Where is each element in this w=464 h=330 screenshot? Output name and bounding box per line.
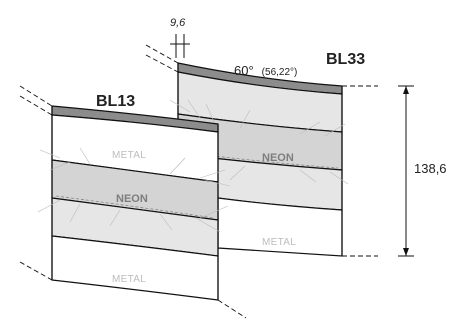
model-name-bl33: BL33 xyxy=(326,51,365,68)
bl13-neon-dashes xyxy=(55,195,215,219)
bl33-band-label-metal: METAL xyxy=(262,237,296,248)
angle-label: 60° (56,22°) xyxy=(234,62,297,79)
thickness-value: 9,6 xyxy=(170,17,186,29)
bl33-band-label-neon: NEON xyxy=(262,152,294,164)
bl13-band-label-metal-top: METAL xyxy=(112,150,146,161)
extension-lines xyxy=(19,44,378,319)
height-value: 138,6 xyxy=(414,161,447,176)
model-name-bl13: BL13 xyxy=(96,93,135,110)
bl13-band-label-metal-bottom: METAL xyxy=(112,274,146,285)
bl13-neon-rays xyxy=(37,147,231,233)
thickness-dimension: 9,6 xyxy=(170,17,190,58)
height-dimension: 138,6 xyxy=(398,85,447,257)
bl13-band-label-neon: NEON xyxy=(116,193,148,205)
module-bl13: METAL NEON METAL xyxy=(37,105,231,301)
